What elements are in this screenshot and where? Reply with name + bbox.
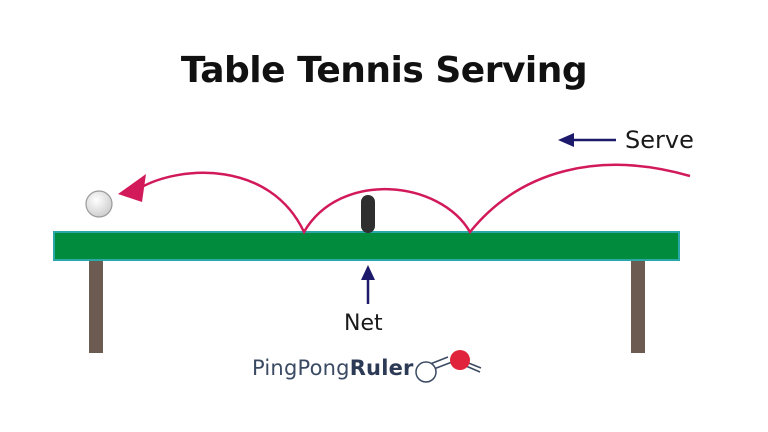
page-title: Table Tennis Serving xyxy=(180,50,588,91)
table-leg-right xyxy=(631,260,645,353)
table-leg-left xyxy=(89,260,103,353)
brand-name-part1: PingPong xyxy=(252,356,350,380)
net-label: Net xyxy=(344,311,383,336)
trajectory-arrowhead-icon xyxy=(118,174,146,202)
serve-arrowhead-icon xyxy=(558,133,574,147)
ball-icon xyxy=(85,190,113,218)
ball-trajectory xyxy=(139,163,691,235)
net-arrowhead-icon xyxy=(361,265,375,280)
brand-name-part2: Ruler xyxy=(349,356,414,380)
serve-label: Serve xyxy=(625,126,694,154)
paddle-logo-icon xyxy=(415,350,482,383)
net xyxy=(361,195,375,233)
brand-logo: PingPongRuler xyxy=(252,356,414,380)
table-top xyxy=(53,231,680,261)
